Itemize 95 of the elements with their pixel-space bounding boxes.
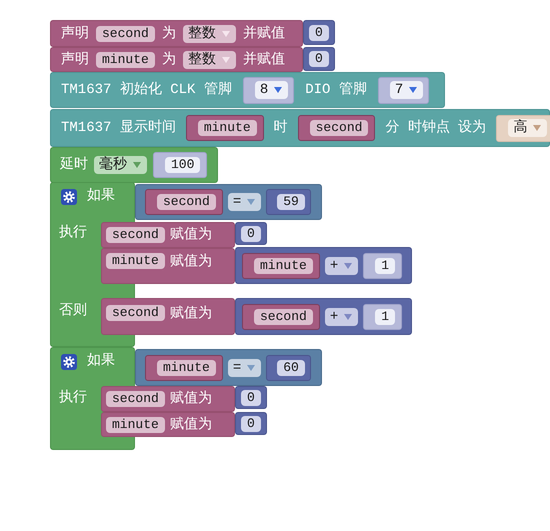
dropdown-field — [324, 256, 358, 274]
variable-block — [242, 252, 320, 278]
number-value: 0 — [309, 51, 329, 67]
number-value: 59 — [277, 194, 305, 210]
number-block — [266, 354, 311, 380]
number-block — [363, 304, 402, 330]
number-value: 1 — [375, 258, 396, 274]
block-label: 执行 — [59, 224, 87, 242]
assignment-block — [101, 222, 235, 248]
dropdown-value: 毫秒 — [99, 156, 127, 174]
dropdown-block — [242, 76, 294, 104]
dropdown-value: + — [330, 308, 338, 326]
dropdown-field — [324, 308, 358, 326]
block-label: 为 — [162, 50, 176, 68]
block-label: 赋值为 — [170, 226, 212, 244]
block-label: 延时 — [60, 156, 88, 174]
block-label: 并赋值 — [242, 50, 285, 68]
statement-block — [50, 72, 445, 108]
block-label: 赋值为 — [170, 416, 212, 434]
variable-block — [298, 115, 376, 141]
block-label: 如果 — [87, 352, 115, 370]
number-block — [153, 152, 208, 178]
arithmetic-block — [235, 298, 412, 335]
variable-field: second — [96, 26, 155, 42]
variable-field: second — [106, 391, 165, 407]
variable-block — [242, 304, 320, 330]
assignment-block — [101, 386, 235, 412]
dropdown-value: 整数 — [188, 50, 216, 68]
block-label: 如果 — [87, 187, 115, 205]
dropdown-field — [228, 358, 262, 376]
block-label: 并赋值 — [242, 24, 285, 42]
variable-block — [145, 354, 223, 380]
block-label: 分 时钟点 设为 — [385, 119, 486, 137]
variable-block — [186, 115, 264, 141]
number-block — [303, 20, 335, 45]
block-label: TM1637 显示时间 — [61, 119, 176, 137]
variable-name: second — [310, 120, 368, 136]
block-label: 声明 — [61, 24, 89, 42]
assignment-block — [101, 412, 235, 437]
dropdown-value: 8 — [260, 81, 268, 99]
variable-field: minute — [106, 253, 165, 269]
number-value: 1 — [375, 308, 396, 324]
dropdown-block — [378, 76, 430, 104]
variable-name: minute — [198, 120, 257, 136]
number-value: 0 — [241, 390, 261, 406]
number-block — [235, 222, 267, 245]
assignment-block — [101, 298, 235, 335]
dropdown-field — [182, 50, 236, 68]
variable-block — [145, 189, 223, 215]
variable-name: second — [254, 308, 313, 324]
block-label: 为 — [162, 24, 176, 42]
number-block — [235, 412, 267, 435]
comparison-block — [135, 349, 322, 386]
block-label: 赋值为 — [170, 305, 212, 323]
variable-name: minute — [157, 360, 216, 376]
arithmetic-block — [235, 247, 412, 284]
dropdown-value: = — [232, 358, 242, 376]
dropdown-field — [228, 193, 262, 211]
block-label: DIO 管脚 — [305, 81, 367, 99]
number-block — [266, 189, 311, 215]
block-label: 赋值为 — [170, 390, 212, 408]
number-value: 0 — [241, 226, 261, 242]
block-label: TM1637 初始化 CLK 管脚 — [61, 81, 232, 99]
block-label: 时 — [274, 119, 288, 137]
dropdown-field — [94, 156, 147, 174]
statement-block — [50, 147, 218, 183]
dropdown-field — [182, 24, 236, 42]
assignment-block — [101, 248, 235, 284]
variable-field: second — [106, 305, 165, 321]
number-value: 100 — [165, 157, 200, 173]
dropdown-value: = — [232, 193, 242, 211]
variable-field: minute — [96, 52, 155, 68]
statement-block — [50, 109, 550, 147]
block-label: 否则 — [59, 302, 87, 320]
number-block — [235, 386, 267, 409]
block-label: 赋值为 — [170, 253, 212, 271]
number-value: 0 — [241, 416, 261, 432]
dropdown-value: 7 — [394, 81, 404, 99]
block-label: 声明 — [61, 50, 89, 68]
variable-field: minute — [106, 416, 165, 432]
number-value: 0 — [309, 24, 329, 40]
dropdown-value: 整数 — [188, 24, 216, 42]
variable-name: minute — [254, 258, 313, 274]
block-label: 执行 — [59, 389, 87, 407]
declaration-block — [50, 20, 303, 47]
dropdown-block — [496, 114, 550, 142]
comparison-block — [135, 184, 322, 220]
dropdown-value: + — [330, 256, 338, 274]
number-value: 60 — [277, 360, 305, 376]
variable-name: second — [157, 194, 216, 210]
number-block — [303, 47, 335, 71]
variable-field: second — [106, 227, 165, 243]
dropdown-value: 高 — [513, 119, 528, 137]
declaration-block — [50, 47, 303, 72]
number-block — [363, 252, 402, 278]
